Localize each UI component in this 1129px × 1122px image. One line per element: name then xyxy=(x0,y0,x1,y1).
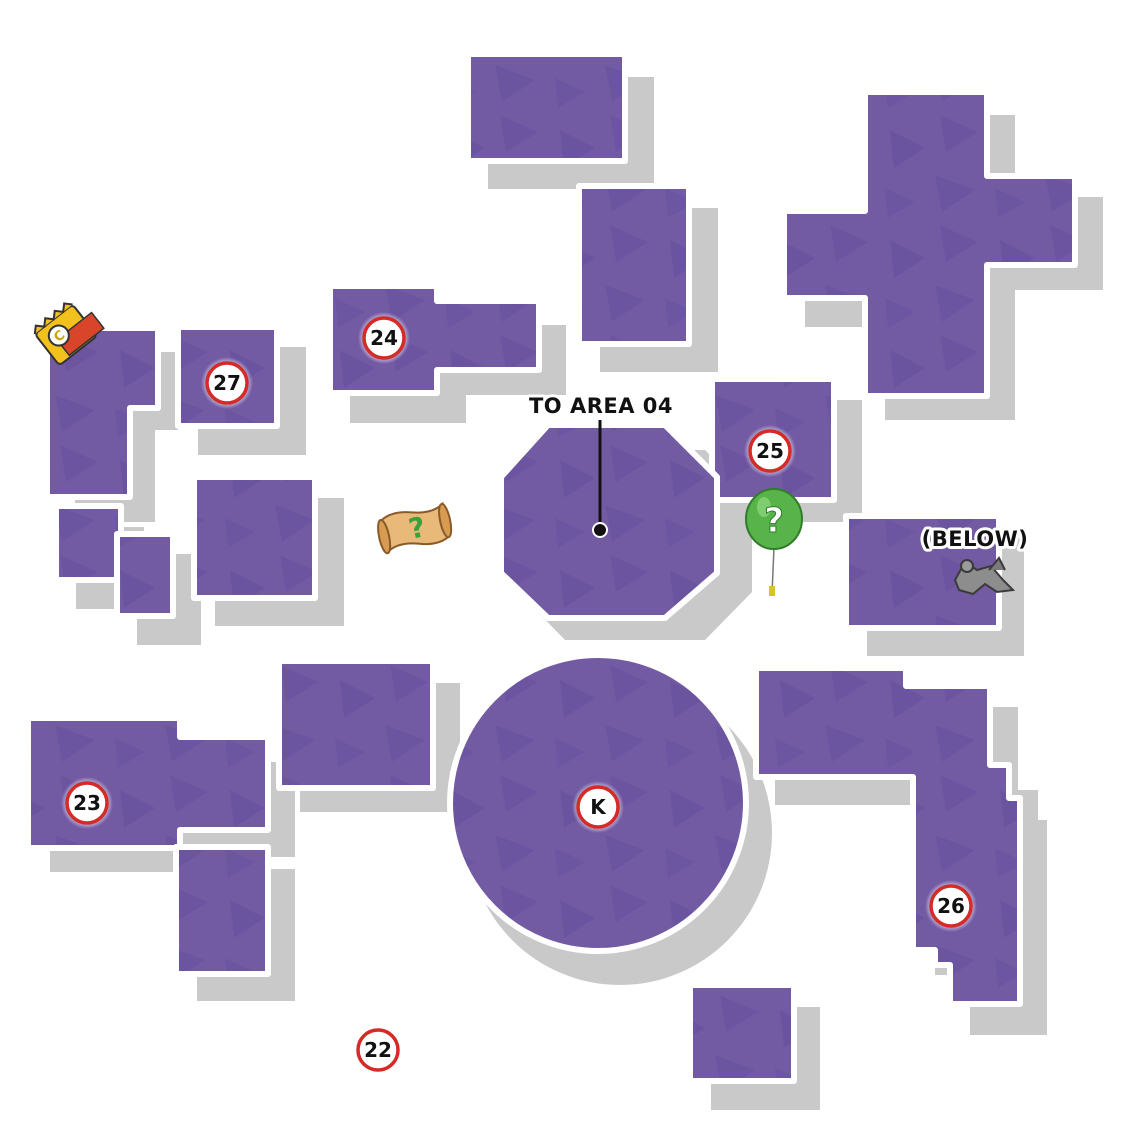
svg-text:?: ? xyxy=(764,501,784,541)
marker-26-label: 26 xyxy=(937,894,965,918)
exit-point xyxy=(592,522,608,538)
riddle-scroll-icon[interactable]: ? xyxy=(375,501,454,555)
marker-26[interactable]: 26 xyxy=(925,880,977,932)
gargoyle-icon[interactable] xyxy=(953,556,1016,596)
platform-square-left xyxy=(191,474,318,601)
marker-k[interactable]: K xyxy=(572,781,624,833)
marker-24-label: 24 xyxy=(370,326,398,350)
platform-small-left-b xyxy=(114,531,176,619)
area-exit: TO AREA 04 TO AREA 04 xyxy=(526,391,676,538)
marker-25-label: 25 xyxy=(756,439,784,463)
marker-k-label: K xyxy=(590,795,607,819)
marker-22-label: 22 xyxy=(364,1038,392,1062)
marker-27[interactable]: 27 xyxy=(201,357,253,409)
marker-22[interactable]: 22 xyxy=(356,1028,400,1072)
marker-24[interactable]: 24 xyxy=(358,312,410,364)
platform-lower-left xyxy=(173,844,271,977)
platform-bottom xyxy=(687,982,797,1084)
svg-text:(BELOW): (BELOW) xyxy=(922,527,1029,551)
svg-text:?: ? xyxy=(406,510,429,546)
marker-27-label: 27 xyxy=(213,371,241,395)
question-balloon-icon[interactable]: ? xyxy=(745,488,803,596)
platform-cross xyxy=(781,89,1078,399)
platform-small-left-a xyxy=(53,503,124,583)
platform-23 xyxy=(25,715,271,851)
marker-23[interactable]: 23 xyxy=(61,777,113,829)
svg-text:TO AREA 04: TO AREA 04 xyxy=(529,394,673,418)
platform-26 xyxy=(753,665,1023,1007)
platform-top xyxy=(465,51,628,164)
below-note: (BELOW) (BELOW) xyxy=(919,524,1031,554)
marker-25[interactable]: 25 xyxy=(744,425,796,477)
to-area-label: TO AREA 04 xyxy=(529,394,673,418)
chip-bag-icon[interactable]: C xyxy=(31,294,105,366)
platform-upper-middle xyxy=(576,183,692,347)
platform-mid-left xyxy=(276,658,436,791)
below-label: (BELOW) xyxy=(922,527,1029,551)
platform-octagon xyxy=(498,422,720,621)
marker-23-label: 23 xyxy=(73,791,101,815)
platform-l-shape xyxy=(44,325,161,500)
